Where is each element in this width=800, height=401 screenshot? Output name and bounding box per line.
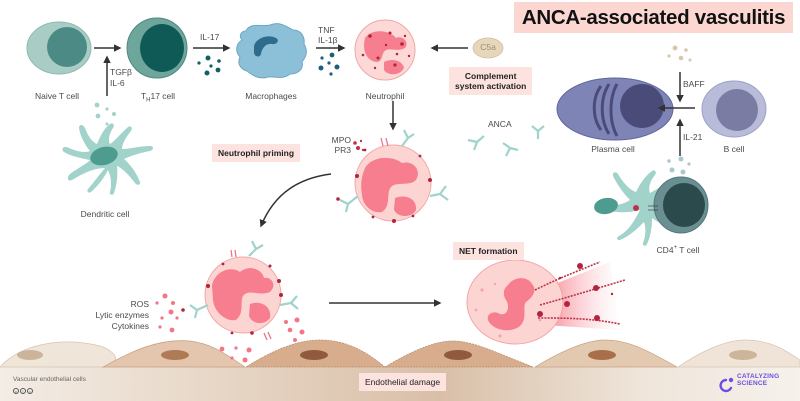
nucleus-6 bbox=[729, 350, 757, 360]
tnf-il1b-particles bbox=[318, 52, 340, 76]
th17-cell bbox=[126, 17, 188, 79]
cd4-prefix: CD4 bbox=[656, 244, 674, 255]
plasma-cell bbox=[556, 77, 674, 141]
th17-subscript: H bbox=[146, 97, 151, 104]
naive-t-cell bbox=[26, 21, 92, 75]
label-macrophages: Macrophages bbox=[245, 91, 297, 101]
label-plasma-cell: Plasma cell bbox=[591, 144, 635, 154]
label-tgfb: TGFβ bbox=[110, 67, 132, 77]
il17-particles bbox=[197, 55, 221, 76]
label-th17-cell: TH17 cell bbox=[140, 91, 176, 105]
b-cell bbox=[701, 80, 767, 138]
label-naive-t-cell: Naive T cell bbox=[34, 91, 80, 101]
label-il6: IL-6 bbox=[110, 78, 125, 88]
label-anca: ANCA bbox=[488, 119, 512, 129]
label-dendritic-cell: Dendritic cell bbox=[80, 209, 130, 219]
cd4-suffix: T cell bbox=[677, 244, 700, 255]
anca-antibodies bbox=[467, 125, 545, 157]
neutrophil-resting bbox=[354, 19, 416, 81]
neutrophil-primed bbox=[336, 129, 449, 223]
neutrophil-activated bbox=[181, 240, 299, 341]
by-icon: i bbox=[20, 388, 26, 394]
tag-complement-activation: Complement system activation bbox=[449, 67, 533, 96]
label-b-cell: B cell bbox=[723, 144, 745, 154]
tag-net-formation: NET formation bbox=[453, 242, 524, 261]
label-pr3: PR3 bbox=[334, 145, 351, 155]
catalyzing-science-logo-icon bbox=[719, 377, 734, 393]
nucleus-1 bbox=[17, 350, 43, 360]
c5a-molecule bbox=[472, 37, 504, 59]
tag-endothelial-damage: Endothelial damage bbox=[359, 373, 447, 392]
net-neutrophil bbox=[466, 259, 626, 345]
label-ros: ROS bbox=[130, 299, 149, 309]
endothelium bbox=[0, 339, 800, 401]
il21-particles bbox=[667, 156, 691, 175]
th17-prefix: T bbox=[140, 91, 147, 101]
arrow-priming-curve bbox=[259, 173, 332, 228]
label-c5a: C5a bbox=[480, 42, 496, 52]
nucleus-2 bbox=[161, 350, 189, 360]
logo-line1: CATALYZING bbox=[737, 373, 780, 380]
label-neutrophil: Neutrophil bbox=[365, 91, 405, 101]
ros-particles bbox=[155, 293, 305, 363]
label-il1b: IL-1β bbox=[318, 35, 338, 45]
dendritic-cell-left bbox=[62, 102, 153, 195]
nucleus-4 bbox=[444, 350, 472, 360]
label-lytic-enzymes: Lytic enzymes bbox=[95, 310, 149, 320]
nucleus-5 bbox=[588, 350, 616, 360]
nucleus-3 bbox=[300, 350, 328, 360]
baff-particles bbox=[667, 45, 692, 62]
catalyzing-science-logo: CATALYZING SCIENCE bbox=[718, 373, 780, 388]
page-title: ANCA-associated vasculitis bbox=[514, 2, 793, 33]
logo-text: CATALYZING SCIENCE bbox=[737, 373, 780, 388]
label-il21: IL-21 bbox=[683, 132, 703, 142]
nc-icon: = bbox=[27, 388, 33, 394]
label-il17: IL-17 bbox=[200, 32, 220, 42]
label-cd4-t-cell: CD4+ T cell bbox=[657, 245, 700, 256]
immune-synapse bbox=[633, 205, 658, 211]
cd4-t-cell bbox=[653, 176, 709, 234]
label-mpo: MPO bbox=[331, 135, 351, 145]
logo-line2: SCIENCE bbox=[737, 379, 768, 387]
th17-suffix: 17 cell bbox=[150, 91, 176, 101]
cd4-superscript: + bbox=[673, 245, 678, 251]
cc-icon: c bbox=[13, 388, 19, 394]
macrophage bbox=[236, 23, 307, 79]
tag-complement-line1: Complement bbox=[464, 71, 517, 81]
label-tnf: TNF bbox=[318, 25, 335, 35]
tag-complement-line2: system activation bbox=[455, 81, 527, 92]
tag-neutrophil-priming: Neutrophil priming bbox=[212, 144, 301, 163]
label-vascular-endothelial-cells: Vascular endothelial cells bbox=[13, 376, 86, 383]
label-baff: BAFF bbox=[683, 79, 705, 89]
label-cytokines: Cytokines bbox=[111, 321, 149, 331]
cc-license-icons: c i = bbox=[13, 388, 33, 394]
